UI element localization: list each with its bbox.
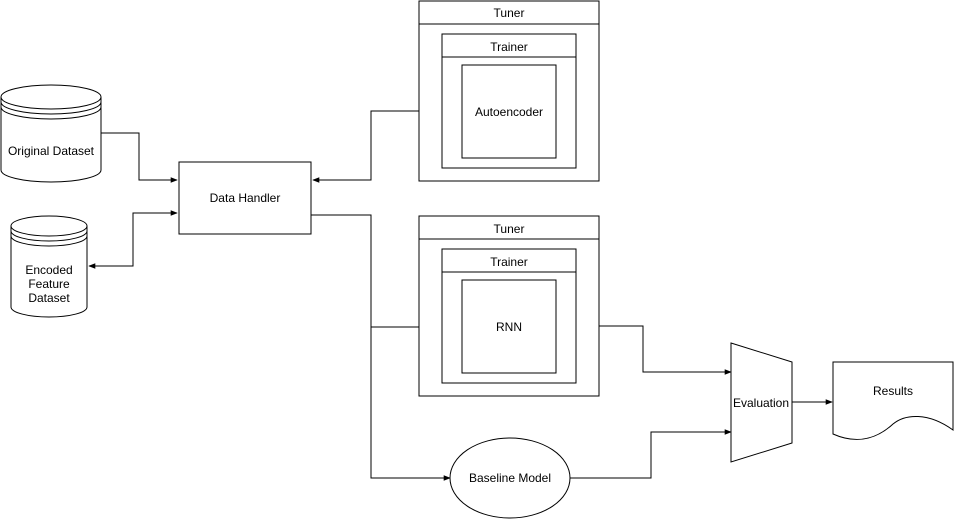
encoded-dataset-label-line1: Encoded: [25, 263, 72, 277]
baseline-model-label: Baseline Model: [469, 471, 551, 485]
edge-baseline-evaluation: [570, 429, 732, 479]
autoencoder-node: [461, 64, 557, 159]
results-label: Results: [873, 384, 913, 398]
autoencoder-label: Autoencoder: [475, 105, 543, 119]
original-dataset-label: Original Dataset: [8, 144, 95, 158]
encoded-dataset-label-line2: Feature: [28, 277, 70, 291]
edge-original-to-handler: [101, 132, 178, 183]
encoded-dataset-label-line3: Dataset: [28, 291, 70, 305]
baseline-model-node: Baseline Model: [449, 437, 571, 519]
edge-handler-autoencoder: [312, 108, 461, 183]
rnn-node: [461, 279, 557, 374]
edge-handler-encoded: [88, 210, 178, 269]
tuner-bottom-group: Tuner Trainer RNN: [418, 215, 600, 397]
tuner-bottom-label: Tuner: [494, 222, 525, 236]
results-node: Results: [832, 361, 954, 440]
evaluation-label: Evaluation: [733, 396, 789, 410]
edge-handler-rnn: [311, 214, 461, 330]
original-dataset-node: Original Dataset: [0, 84, 102, 183]
trainer-bottom-label: Trainer: [490, 255, 528, 269]
edge-handler-baseline: [370, 327, 451, 481]
tuner-top-label: Tuner: [494, 6, 525, 20]
data-handler-label: Data Handler: [210, 191, 281, 205]
rnn-label: RNN: [496, 320, 522, 334]
evaluation-node: Evaluation: [730, 342, 793, 463]
tuner-top-group: Tuner Trainer Autoencoder: [418, 0, 600, 182]
trainer-top-label: Trainer: [490, 40, 528, 54]
data-handler-node: Data Handler: [178, 161, 312, 235]
encoded-dataset-node: Encoded Feature Dataset: [10, 215, 88, 318]
